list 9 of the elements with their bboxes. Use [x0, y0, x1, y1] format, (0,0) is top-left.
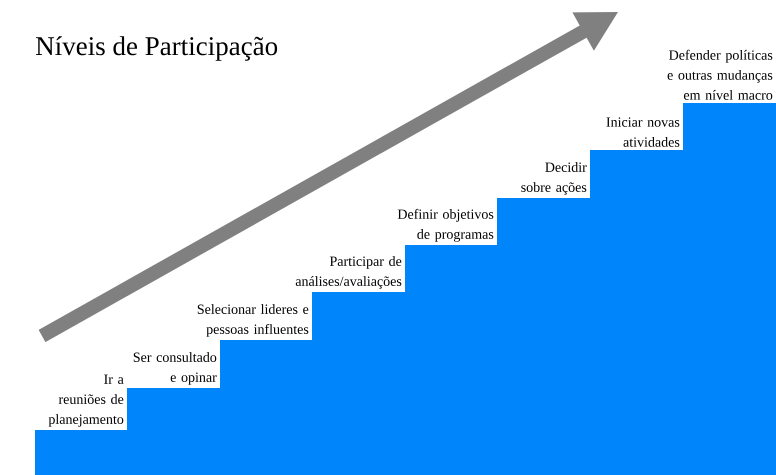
step-label: Ir a reuniões de planejamento	[48, 374, 124, 427]
step-label: Selecionar lideres e pessoas influentes	[198, 304, 308, 337]
step-label: Definir objetivos de programas	[398, 208, 494, 242]
step-label: Iniciar novas atividades	[606, 117, 680, 147]
step-label: Defender políticas e outras mudanças em nível macro	[668, 50, 772, 100]
step-label: Decidir sobre ações	[521, 162, 587, 195]
title: Níveis de Participação	[36, 36, 278, 61]
step-label: Participar de análises/avaliações	[296, 256, 402, 289]
step-label: Ser consultado e opinar	[134, 352, 217, 385]
